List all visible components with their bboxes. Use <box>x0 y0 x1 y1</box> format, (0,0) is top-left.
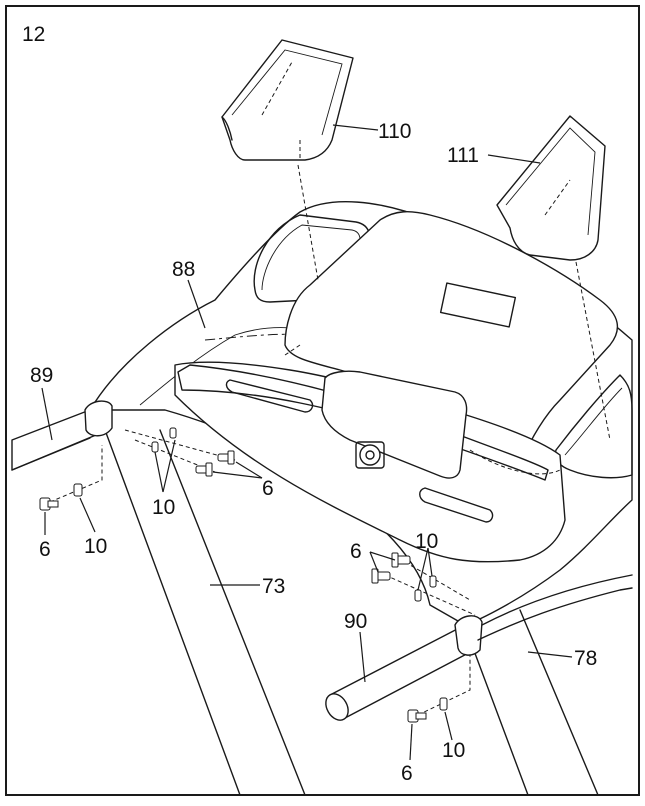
washer-upper-right-b <box>414 589 422 602</box>
washer-upper-right-a <box>429 575 437 588</box>
bolt-upper-right-a <box>391 552 411 568</box>
right-upright <box>469 609 599 796</box>
hardware-upper-left <box>124 427 263 493</box>
callout-bolt-lower-left: 6 <box>39 538 51 561</box>
callout-73: 73 <box>262 575 285 598</box>
callout-88: 88 <box>172 258 195 281</box>
leader-88 <box>187 279 206 329</box>
callout-washer-lower-left: 10 <box>84 535 107 558</box>
washer-upper-left-b <box>151 441 159 453</box>
hardware-upper-right <box>369 547 476 616</box>
callout-111: 111 <box>447 144 479 167</box>
left-handrail <box>11 400 113 471</box>
console-frame <box>89 201 633 626</box>
leader-90 <box>359 631 366 683</box>
callout-bolt-upper-right: 6 <box>350 540 362 563</box>
hardware-lower-left <box>39 445 103 535</box>
leader-78 <box>527 651 573 658</box>
guide-line-111 <box>575 261 611 441</box>
washer-upper-left-a <box>169 427 177 439</box>
hardware-lower-right <box>407 655 471 761</box>
callout-bolt-lower-right: 6 <box>401 762 413 785</box>
leader-89 <box>41 387 53 441</box>
callout-bolt-upper-left: 6 <box>262 477 274 500</box>
leader-111 <box>487 154 541 164</box>
washer-lower-right <box>439 697 448 711</box>
bolt-upper-right-b <box>371 568 391 584</box>
callout-washer-upper-left: 10 <box>152 496 175 519</box>
callout-110: 110 <box>378 120 411 143</box>
guide-line-110 <box>297 164 319 281</box>
callout-78: 78 <box>574 647 597 670</box>
bolt-lower-right <box>407 709 427 723</box>
leader-110 <box>332 124 379 131</box>
washer-lower-left <box>73 483 83 497</box>
tray-110 <box>221 39 354 161</box>
left-upright <box>104 429 306 796</box>
callout-89: 89 <box>30 364 53 387</box>
step-number: 12 <box>22 23 45 46</box>
right-handrail <box>325 574 633 721</box>
bolt-lower-left <box>39 497 59 511</box>
bolt-upper-left-b <box>195 462 213 477</box>
bolt-upper-left-a <box>217 450 235 465</box>
tray-111 <box>496 115 606 261</box>
callout-90: 90 <box>344 610 367 633</box>
callout-washer-lower-right: 10 <box>442 739 465 762</box>
callout-washer-upper-right: 10 <box>415 530 438 553</box>
